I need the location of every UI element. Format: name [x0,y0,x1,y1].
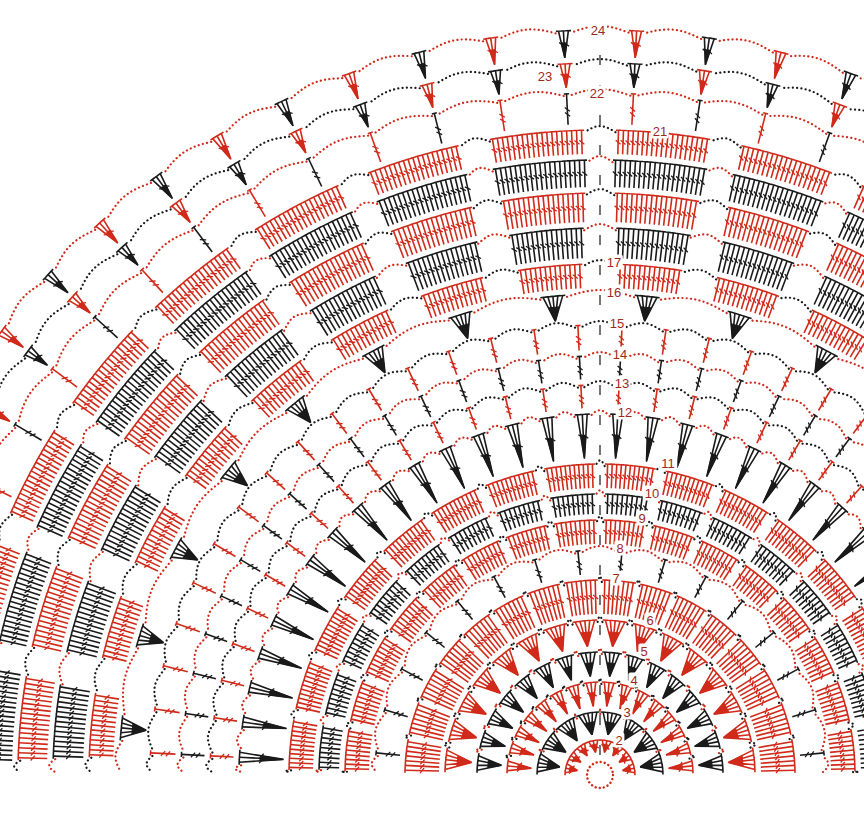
row-number: 23 [536,69,554,84]
row-number: 9 [636,511,647,526]
row-number: 17 [605,255,623,270]
row-number: 14 [611,347,629,362]
row-number: 10 [643,486,661,501]
row-number: 8 [614,541,625,556]
row-number: 12 [616,405,634,420]
row-number: 7 [610,571,621,586]
row-number: 5 [638,644,649,659]
row-number: 16 [605,285,623,300]
row-number: 3 [621,705,632,720]
row-number: 13 [613,376,631,391]
row-number: 15 [608,316,626,331]
row-number: 4 [628,673,639,688]
row-number: 6 [644,613,655,628]
row-number: 24 [589,23,607,38]
row-number: 11 [659,456,677,471]
row-number: 21 [651,124,669,139]
row-number: 22 [588,86,606,101]
row-number: 2 [613,733,624,748]
